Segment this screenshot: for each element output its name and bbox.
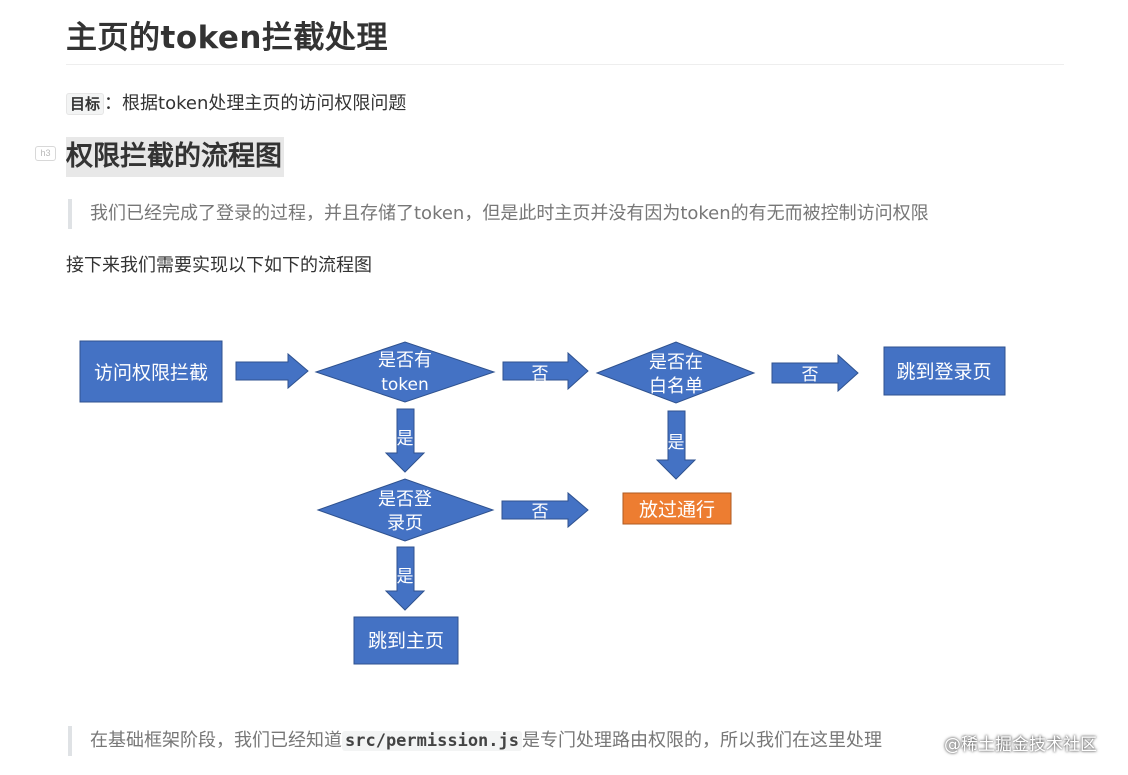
title-divider (66, 64, 1064, 65)
pass-node (622, 492, 732, 525)
quote2-after: 是专门处理路由权限的，所以我们在这里处理 (522, 730, 882, 751)
arrow-right-no-1 (502, 351, 589, 391)
decision-is-login (316, 478, 495, 542)
watermark: @稀土掘金技术社区 (944, 735, 1097, 755)
arrow-down-yes-3 (384, 546, 426, 611)
pass-label: 放过通行 (639, 499, 715, 521)
whitelist-label-2: 白名单 (649, 376, 703, 397)
yes-label-3: 是 (397, 567, 414, 587)
yes-label-1: 是 (397, 429, 414, 449)
has-token-label-1: 是否有 (378, 350, 432, 371)
goal-text: 根据token处理主页的访问权限问题 (122, 93, 407, 114)
decision-whitelist (595, 341, 756, 404)
arrow-right-no-3 (501, 491, 589, 529)
is-login-label-1: 是否登 (378, 489, 432, 510)
goal-sep: ： (104, 93, 123, 114)
decision-has-token (314, 341, 496, 403)
no-label-3: 否 (532, 502, 549, 522)
arrow-down-yes-1 (384, 408, 426, 473)
login-page-label: 跳到登录页 (896, 361, 991, 383)
home-page-label: 跳到主页 (368, 630, 444, 652)
intro-paragraph: 接下来我们需要实现以下如下的流程图 (66, 255, 372, 276)
login-page-node (883, 346, 1006, 396)
heading-level-tag: h3 (35, 146, 56, 161)
section-title: 权限拦截的流程图 (66, 137, 284, 177)
arrow-right-1 (235, 352, 309, 390)
home-page-node (353, 616, 459, 665)
blockquote-status: 我们已经完成了登录的过程，并且存储了token，但是此时主页并没有因为token… (68, 199, 929, 229)
arrow-down-yes-2 (655, 410, 697, 480)
is-login-label-2: 录页 (387, 513, 423, 534)
quote2-before: 在基础框架阶段，我们已经知道 (90, 730, 342, 751)
permission-file-code: src/permission.js (342, 731, 522, 751)
no-label-2: 否 (802, 365, 819, 385)
page-title: 主页的token拦截处理 (66, 20, 388, 56)
yes-label-2: 是 (668, 433, 685, 453)
goal-line: 目标：根据token处理主页的访问权限问题 (66, 89, 406, 115)
start-node (79, 340, 223, 403)
whitelist-label-1: 是否在 (649, 352, 703, 373)
start-label: 访问权限拦截 (94, 362, 208, 384)
no-label-1: 否 (532, 364, 549, 384)
arrow-right-no-2 (771, 353, 859, 393)
goal-label: 目标 (66, 93, 105, 115)
has-token-label-2: token (381, 375, 429, 395)
